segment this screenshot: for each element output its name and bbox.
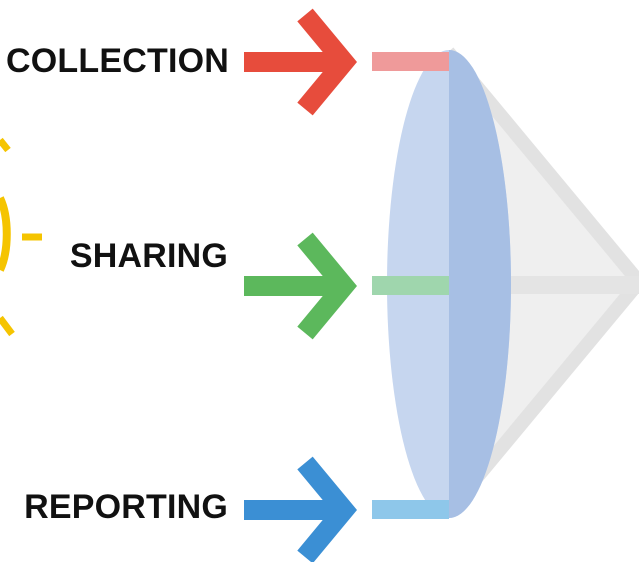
collection-ray: [372, 52, 449, 71]
sharing-label: SHARING: [69, 237, 228, 275]
collection-label: COLLECTION: [6, 42, 229, 80]
reporting-arrow-icon: [244, 456, 357, 564]
reporting-ray: [372, 500, 449, 519]
collection-arrow-icon: [244, 8, 357, 116]
reporting-label: REPORTING: [24, 488, 228, 526]
sun-ray-lower: [0, 315, 15, 337]
sun-ray-upper: [0, 137, 11, 153]
sun-icon: [0, 137, 42, 337]
sharing-arrow-icon: [244, 232, 357, 340]
sun-body: [0, 196, 11, 272]
sharing-ray: [372, 276, 449, 295]
lens-right-half: [449, 50, 511, 518]
